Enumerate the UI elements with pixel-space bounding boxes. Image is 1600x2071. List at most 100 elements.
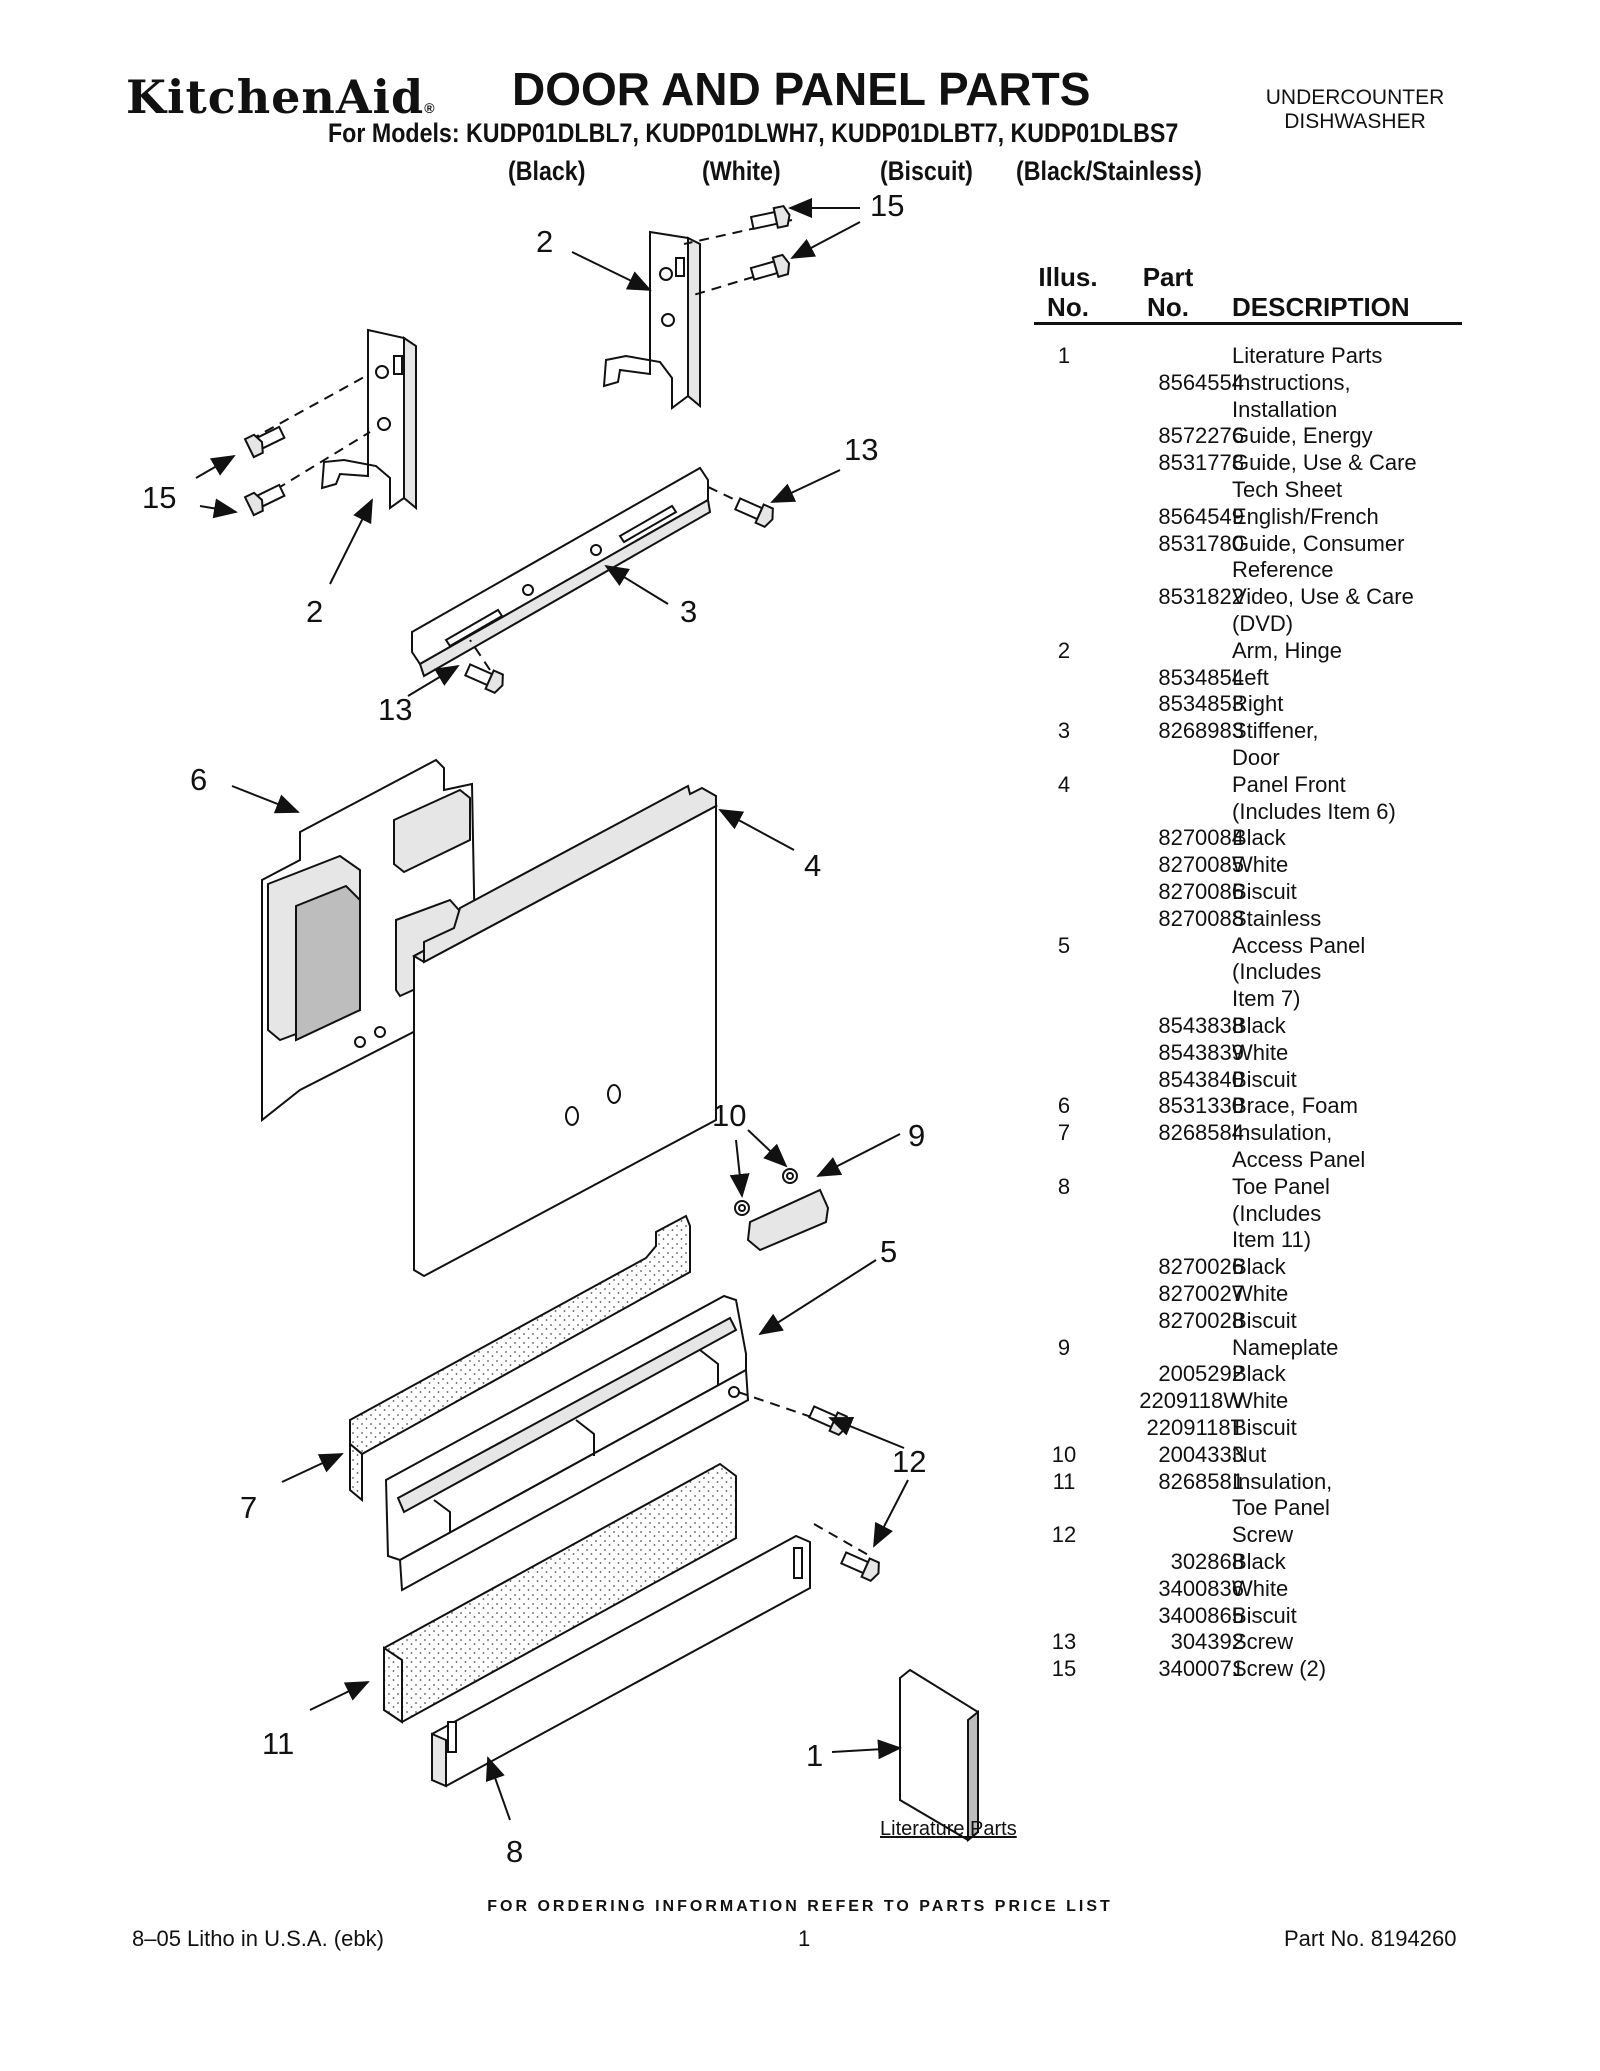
part-description: (Includes	[1232, 959, 1322, 985]
brand-name: KitchenAid	[126, 70, 425, 124]
callout-13-left: 13	[378, 692, 412, 727]
part-description: Left	[1232, 664, 1269, 690]
callout-11: 11	[262, 1726, 294, 1761]
product-type-line-2: DISHWASHER	[1284, 110, 1426, 133]
part-description: Item 11)	[1232, 1227, 1312, 1253]
nameplate-and-nuts	[734, 1168, 830, 1252]
part-col-header-2: No.	[1147, 292, 1189, 322]
part-description: Black	[1232, 1549, 1286, 1574]
part-description: White	[1232, 1281, 1289, 1306]
part-number: 2004333	[1158, 1441, 1244, 1467]
part-description: Nameplate	[1232, 1334, 1339, 1360]
part-number: 8270086	[1158, 879, 1244, 904]
part-description: Installation	[1232, 396, 1338, 422]
part-number: 2209118W	[1139, 1388, 1244, 1414]
part-description: Biscuit	[1232, 1415, 1297, 1440]
part-description: (Includes Item 6)	[1232, 798, 1396, 824]
illus-number: 15	[1051, 1656, 1077, 1682]
callout-labels: 15 2 15 13 2 3 13 6 4 10 9 5 12 7 11 1 8	[142, 188, 926, 1869]
litho-note: 8–05 Litho in U.S.A. (ebk)	[132, 1926, 384, 1951]
table-row: Installation	[1034, 397, 1464, 423]
part-description: English/French	[1232, 503, 1379, 529]
part-number: 8534853	[1158, 691, 1244, 717]
part-number: 3400865	[1158, 1602, 1244, 1628]
callout-2-top: 2	[536, 224, 553, 259]
part-description: Right	[1232, 691, 1284, 717]
table-row: Reference	[1034, 557, 1464, 583]
part-description: Literature Parts	[1232, 343, 1383, 368]
part-description: Instructions,	[1232, 369, 1351, 395]
table-row: (Includes	[1034, 959, 1464, 985]
callout-2-left: 2	[306, 594, 323, 629]
part-col-header-1: Part	[1142, 262, 1194, 292]
toe-panel	[431, 1534, 811, 1788]
part-description: Nut	[1232, 1441, 1267, 1467]
access-panel	[384, 1294, 750, 1592]
part-description: White	[1232, 852, 1289, 878]
table-row: (Includes	[1034, 1201, 1464, 1227]
part-number: 8531778	[1158, 450, 1244, 476]
part-number: 2209118T	[1146, 1415, 1244, 1440]
leader-arrows	[195, 198, 909, 1821]
part-description: White	[1232, 1388, 1289, 1414]
table-row: (DVD)	[1034, 611, 1464, 637]
part-number: 8270028	[1158, 1307, 1244, 1333]
exploded-parts-diagram: 15 2 15 13 2 3 13 6 4 10 9 5 12 7 11 1 8	[142, 188, 979, 1869]
callout-12: 12	[892, 1444, 926, 1479]
part-number: 8531780	[1158, 530, 1244, 556]
part-number: 8270088	[1158, 905, 1244, 931]
part-description: Black	[1232, 1361, 1286, 1387]
callout-9: 9	[908, 1118, 925, 1153]
part-number: 8270084	[1158, 825, 1244, 851]
part-number: 8543838	[1158, 1013, 1244, 1038]
part-description: Stainless	[1232, 905, 1322, 931]
foam-brace	[261, 758, 478, 1123]
illus-number: 4	[1057, 771, 1071, 797]
part-number: 8531822	[1158, 584, 1244, 610]
product-type-line-1: UNDERCOUNTER	[1265, 86, 1445, 109]
callout-15-top: 15	[870, 188, 904, 223]
table-row: (Includes Item 6)	[1034, 799, 1464, 825]
table-row: Door	[1034, 745, 1464, 771]
part-number: 8543840	[1158, 1066, 1244, 1092]
toe-panel-insulation	[383, 1462, 737, 1724]
part-number: 3400071	[1158, 1656, 1244, 1682]
document-part-number: Part No. 8194260	[1284, 1926, 1457, 1951]
callout-4: 4	[804, 848, 821, 883]
part-description: Tech Sheet	[1232, 477, 1343, 502]
model-variant-stainless: (Black/Stainless)	[1016, 156, 1202, 186]
illus-number: 5	[1057, 932, 1071, 958]
table-row: Access Panel	[1034, 1147, 1464, 1173]
illus-number: 7	[1057, 1120, 1071, 1146]
brand-logo: KitchenAid®	[126, 70, 436, 124]
part-description: Stiffener,	[1232, 718, 1319, 744]
page-number: 1	[798, 1926, 811, 1951]
part-description: Toe Panel	[1232, 1173, 1330, 1199]
illus-number: 6	[1057, 1093, 1071, 1119]
part-description: White	[1232, 1039, 1289, 1065]
illus-number: 11	[1052, 1468, 1076, 1494]
part-number: 3400836	[1158, 1575, 1244, 1601]
model-variant-biscuit: (Biscuit)	[880, 156, 973, 186]
part-description: Insulation,	[1232, 1468, 1333, 1494]
part-number: 8268983	[1158, 718, 1244, 744]
part-description: Screw (2)	[1232, 1656, 1327, 1682]
part-description: Biscuit	[1232, 879, 1297, 904]
